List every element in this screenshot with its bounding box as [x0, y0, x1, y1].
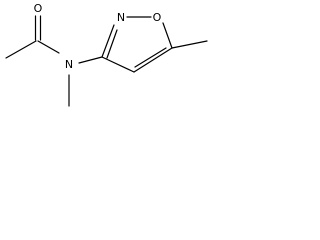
atom-label-carbonyl-oxygen: O	[34, 2, 43, 15]
bond-carbonyl-nitrogen	[37, 40, 60, 54]
structure-diagram: O N N O	[0, 0, 214, 120]
bond-ring-c4-c3	[101, 56, 135, 73]
bond-c5-methyl	[171, 40, 208, 49]
bond-nitrogen-ring	[78, 56, 103, 64]
bond-ring-c3-n-b	[106, 29, 118, 59]
molecule-svg: O N N O	[5, 2, 208, 107]
bonds	[5, 15, 208, 107]
bond-ring-c5-c4-a	[133, 47, 173, 73]
bond-ring-c5-c4-b	[134, 47, 167, 68]
atom-label-ring-oxygen: O	[153, 11, 162, 24]
atom-label-amide-nitrogen: N	[65, 58, 73, 71]
atom-label-ring-nitrogen: N	[117, 11, 125, 24]
bond-ring-c3-n-a	[101, 24, 115, 58]
bond-ring-o-c5	[162, 22, 173, 49]
bond-methyl-carbonyl	[5, 40, 37, 59]
